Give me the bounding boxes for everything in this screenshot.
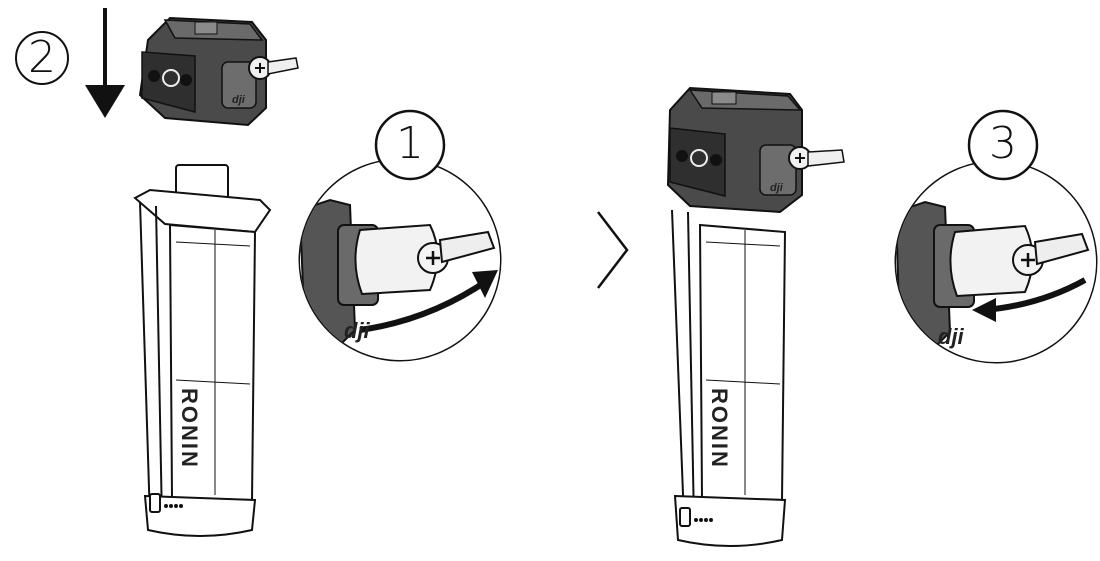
step-1-badge [374, 109, 446, 181]
step-3-badge [967, 109, 1039, 181]
step-2-number: 2 [28, 32, 56, 83]
brand-ronin-left: RONIN [177, 388, 202, 469]
detail-lens-tighten [298, 158, 502, 362]
gimbal-mount-module-detached [138, 16, 299, 127]
dji-logo-module: dji [232, 94, 245, 106]
dji-logo-module-right: dji [770, 182, 783, 194]
dji-logo-lens-left: dji [344, 318, 370, 343]
brand-ronin-right: RONIN [707, 388, 732, 469]
step-3-number: 3 [989, 118, 1017, 169]
step-2-badge [15, 31, 69, 85]
dji-logo-lens-right: dji [938, 324, 964, 349]
ronin-grip-right-assembled [666, 86, 845, 547]
arrow-down-icon [85, 8, 125, 118]
chevron-right-icon [597, 211, 629, 289]
ronin-grip-left [133, 164, 272, 537]
rotate-clockwise-icon [472, 270, 498, 298]
step-1-number: 1 [396, 118, 424, 169]
rotate-counterclockwise-icon [972, 298, 996, 322]
detail-lens-loosen [894, 160, 1098, 364]
